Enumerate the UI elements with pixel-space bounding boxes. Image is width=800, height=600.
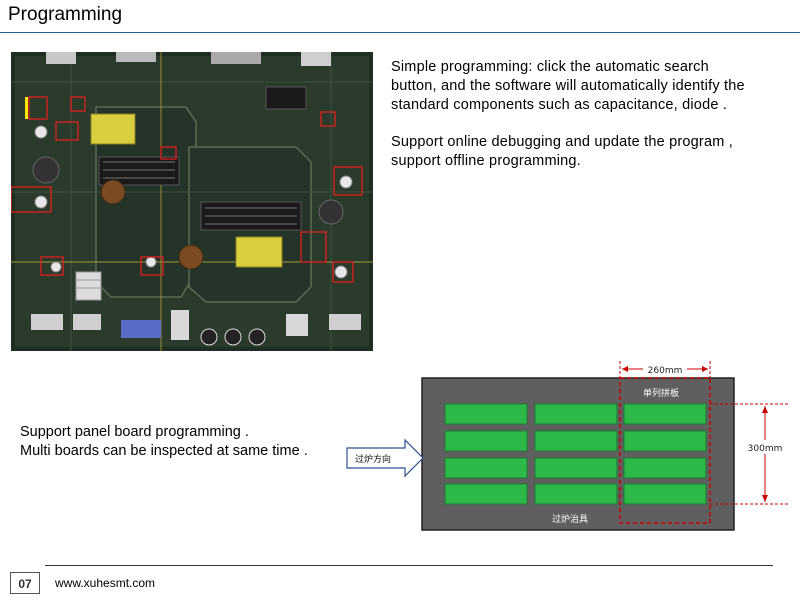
pcb-board-image [11, 52, 373, 351]
page-number: 07 [10, 572, 40, 594]
text-line: Support online debugging and update the … [391, 134, 733, 150]
online-debugging-text: Support online debugging and update the … [391, 133, 781, 171]
board [623, 430, 707, 452]
column-label: 单列拼板 [643, 387, 679, 399]
board [534, 403, 618, 425]
height-dimension-label: 300mm [748, 444, 783, 454]
panel-fixture-diagram: 260mm 300mm 单列拼板 过炉治具 过炉方向 [346, 361, 790, 531]
text-line: standard components such as capacitance,… [391, 97, 728, 113]
fixture-label: 过炉治具 [552, 513, 588, 525]
direction-label: 过炉方向 [355, 453, 391, 465]
width-dimension-label: 260mm [648, 366, 683, 376]
board [623, 483, 707, 505]
board [444, 403, 528, 425]
board [444, 483, 528, 505]
board [534, 457, 618, 479]
direction-arrow-icon [346, 438, 424, 478]
text-line: Simple programming: click the automatic … [391, 59, 709, 75]
simple-programming-text: Simple programming: click the automatic … [391, 58, 781, 115]
board [623, 457, 707, 479]
board [534, 430, 618, 452]
board [534, 483, 618, 505]
board [444, 457, 528, 479]
column-highlight [619, 377, 711, 524]
board-grid [444, 403, 707, 505]
panel-programming-text: Support panel board programming . Multi … [20, 423, 350, 461]
title-divider [0, 32, 800, 33]
footer-divider [45, 565, 773, 566]
page-title: Programming [8, 4, 123, 25]
board [623, 403, 707, 425]
website-url: www.xuhesmt.com [55, 576, 156, 590]
text-line: button, and the software will automatica… [391, 78, 745, 94]
text-line: support offline programming. [391, 153, 581, 169]
board [444, 430, 528, 452]
fixture-frame [421, 377, 735, 531]
text-line: Support panel board programming . [20, 424, 249, 440]
text-line: Multi boards can be inspected at same ti… [20, 443, 308, 459]
